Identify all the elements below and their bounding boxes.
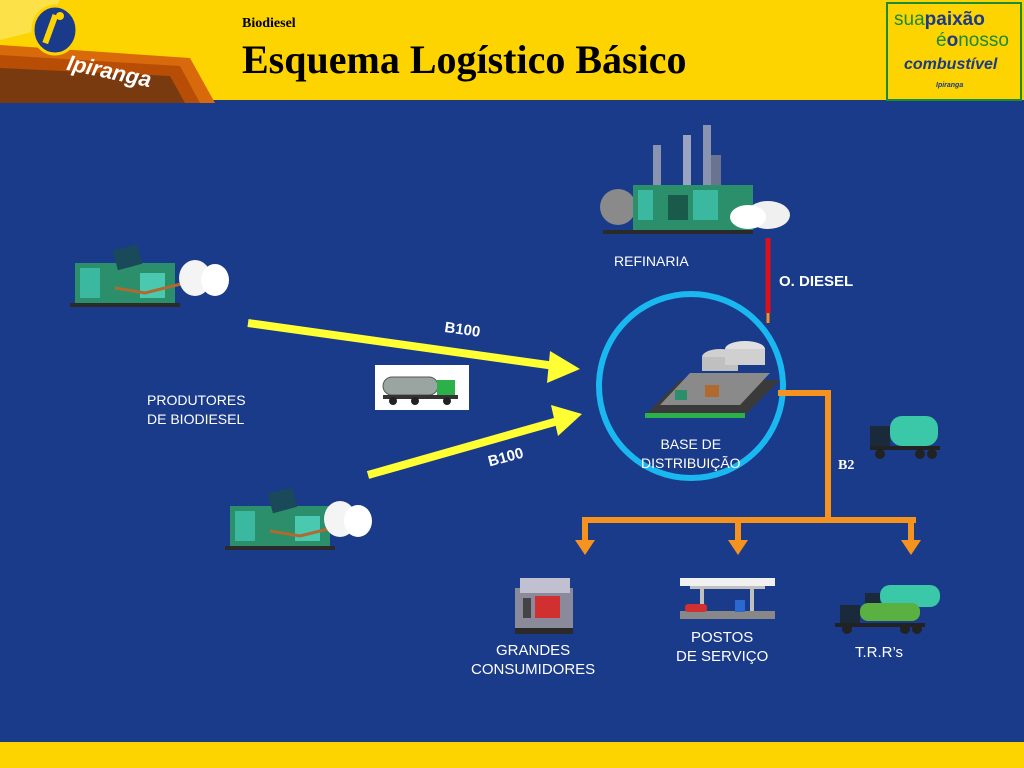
slide-header: Ipiranga Biodiesel Esquema Logístico Bás… (0, 0, 1024, 103)
slogan-o: o (946, 30, 959, 51)
slogan-mini-logo: Ipiranga (936, 82, 964, 89)
tank-truck-icon (375, 365, 469, 410)
label-grandes-consumidores: GRANDES CONSUMIDORES (471, 642, 596, 678)
ipiranga-logo-icon (31, 4, 79, 56)
slide-footer-bar (0, 742, 1024, 768)
slide-title: Esquema Logístico Básico (242, 37, 687, 82)
brand-slogan-box: suapaixão éonosso combustível Ipiranga (886, 2, 1022, 101)
distribution-circle (596, 291, 786, 481)
refinery-icon (600, 125, 790, 234)
slogan-nosso: nosso (958, 30, 1009, 51)
diagram-svg (70, 125, 940, 634)
trr-trucks-icon (835, 585, 940, 634)
slogan-sua: sua (894, 9, 925, 30)
label-refinaria: REFINARIA (614, 253, 689, 269)
label-produtores: PRODUTORES DE BIODIESEL (147, 392, 246, 427)
slide-kicker: Biodiesel (242, 16, 296, 31)
ipiranga-logo-graphic (0, 0, 215, 103)
slogan-line-2: éonosso (936, 31, 1009, 51)
trr-truck-icon-right (870, 416, 940, 459)
distribution-base-icon (645, 341, 780, 418)
slogan-combustivel: combustível (904, 56, 998, 73)
biodiesel-producer-icon-1 (70, 244, 229, 307)
label-b2: B2 (838, 458, 855, 473)
b2-arrowheads (575, 540, 921, 555)
slogan-e: é (936, 30, 947, 51)
b2-distribution-lines (582, 390, 916, 541)
service-station-icon (680, 578, 775, 619)
biodiesel-producer-icon-2 (225, 487, 372, 550)
label-base-distribuicao: BASE DE DISTRIBUIÇÃO (641, 436, 741, 471)
diagram-canvas: REFINARIA O. DIESEL PRODUTORES DE BIODIE… (0, 103, 1024, 742)
label-postos-servico: POSTOS DE SERVIÇO (676, 629, 769, 665)
b100-arrow-top (247, 319, 580, 383)
slogan-line-1: suapaixão (894, 10, 985, 30)
slogan-paixao: paixão (924, 9, 985, 30)
label-trr: T.R.R’s (855, 644, 904, 661)
label-o-diesel: O. DIESEL (779, 273, 854, 290)
large-consumers-icon (515, 578, 573, 634)
b100-arrow-bottom (366, 405, 582, 479)
